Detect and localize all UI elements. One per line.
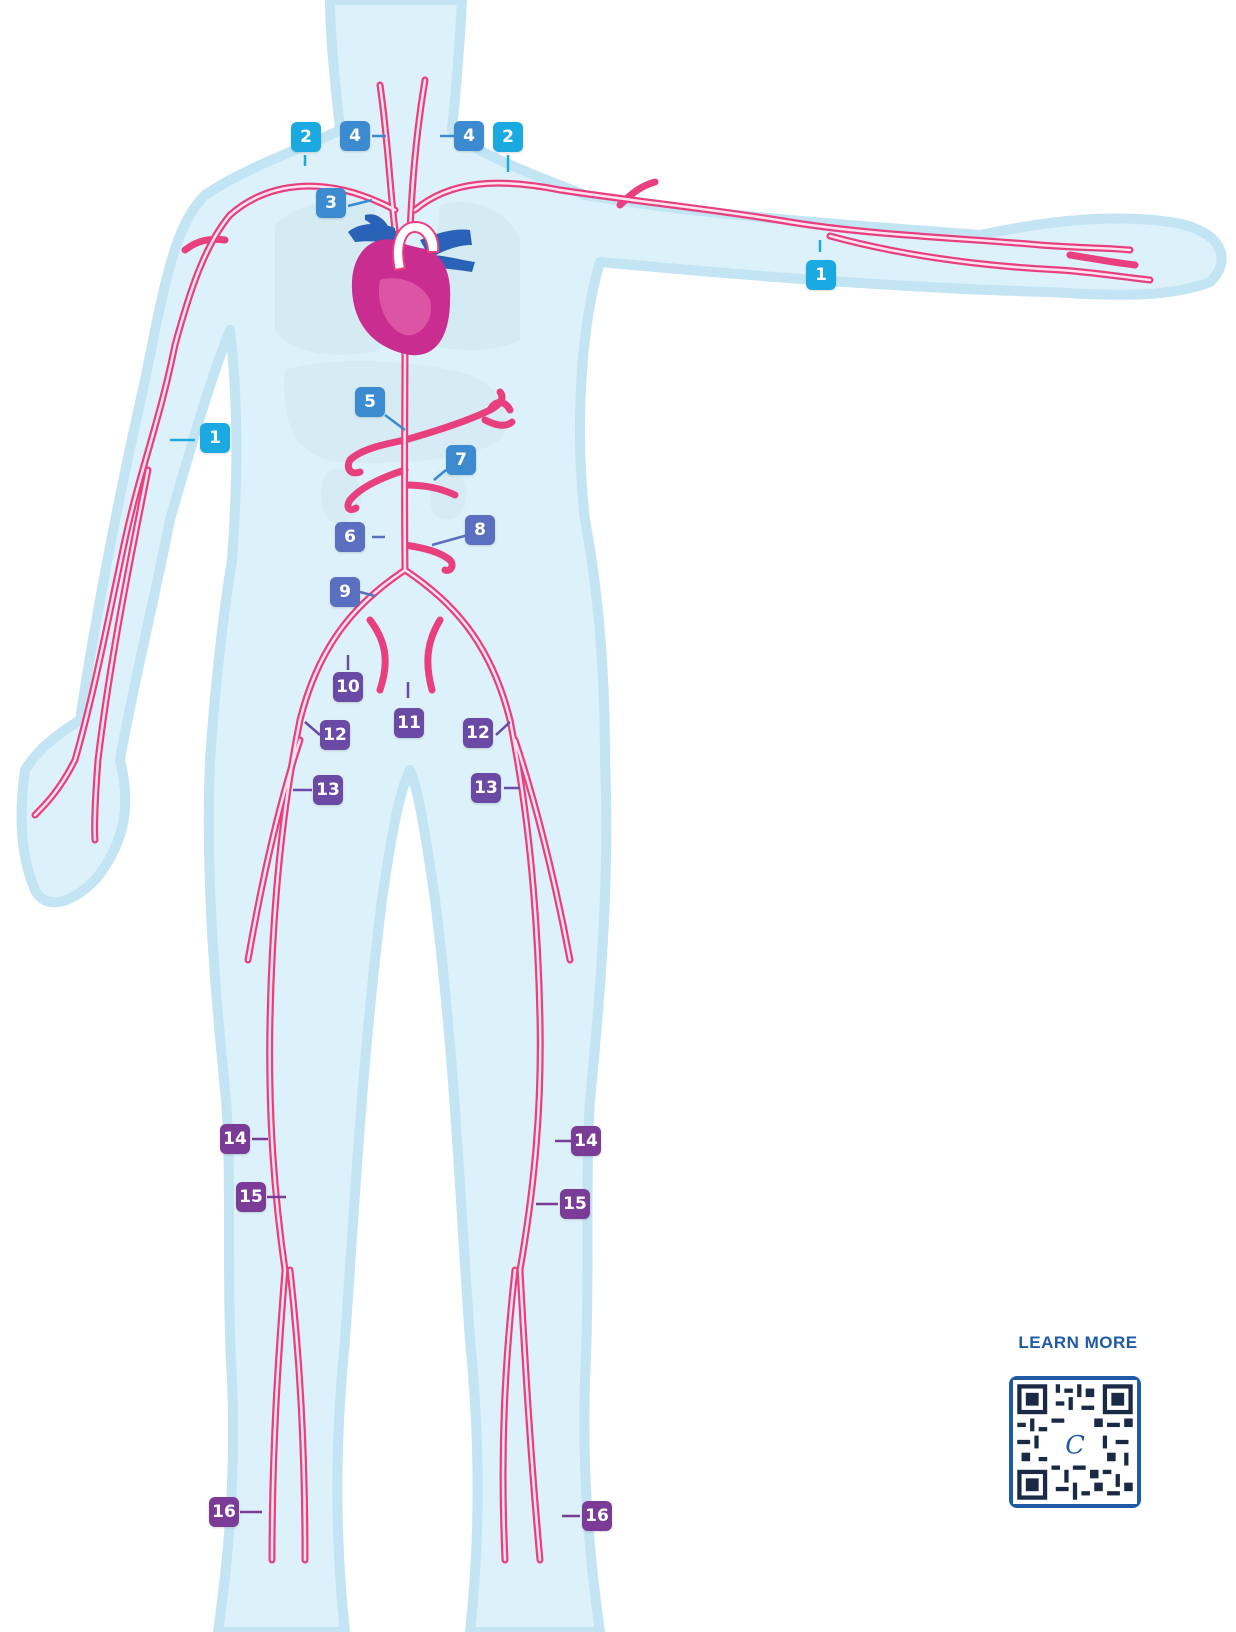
label-7: 7 [446,445,476,475]
label-8: 8 [465,515,495,545]
label-2-left: 2 [493,122,523,152]
label-11: 11 [394,708,424,738]
label-6: 6 [335,522,365,552]
label-14-left: 14 [571,1126,601,1156]
label-9: 9 [330,577,360,607]
qr-code[interactable]: C [1009,1376,1141,1508]
label-13-right: 13 [313,775,343,805]
label-16-left: 16 [582,1501,612,1531]
learn-more-heading: LEARN MORE [1010,1333,1146,1353]
label-12-left: 12 [463,718,493,748]
label-16-right: 16 [209,1497,239,1527]
label-15-right: 15 [236,1182,266,1212]
label-5: 5 [355,387,385,417]
label-12-right: 12 [320,720,350,750]
label-14-right: 14 [220,1124,250,1154]
label-4-left: 4 [454,121,484,151]
label-1-left-arm: 1 [806,260,836,290]
label-13-left: 13 [471,773,501,803]
qr-logo-letter: C [1065,1431,1085,1461]
label-1-right-arm: 1 [200,423,230,453]
label-3: 3 [316,188,346,218]
qr-code-pattern: C [1013,1380,1137,1504]
label-2-right: 2 [291,122,321,152]
label-15-left: 15 [560,1189,590,1219]
label-4-right: 4 [340,121,370,151]
label-10: 10 [333,672,363,702]
